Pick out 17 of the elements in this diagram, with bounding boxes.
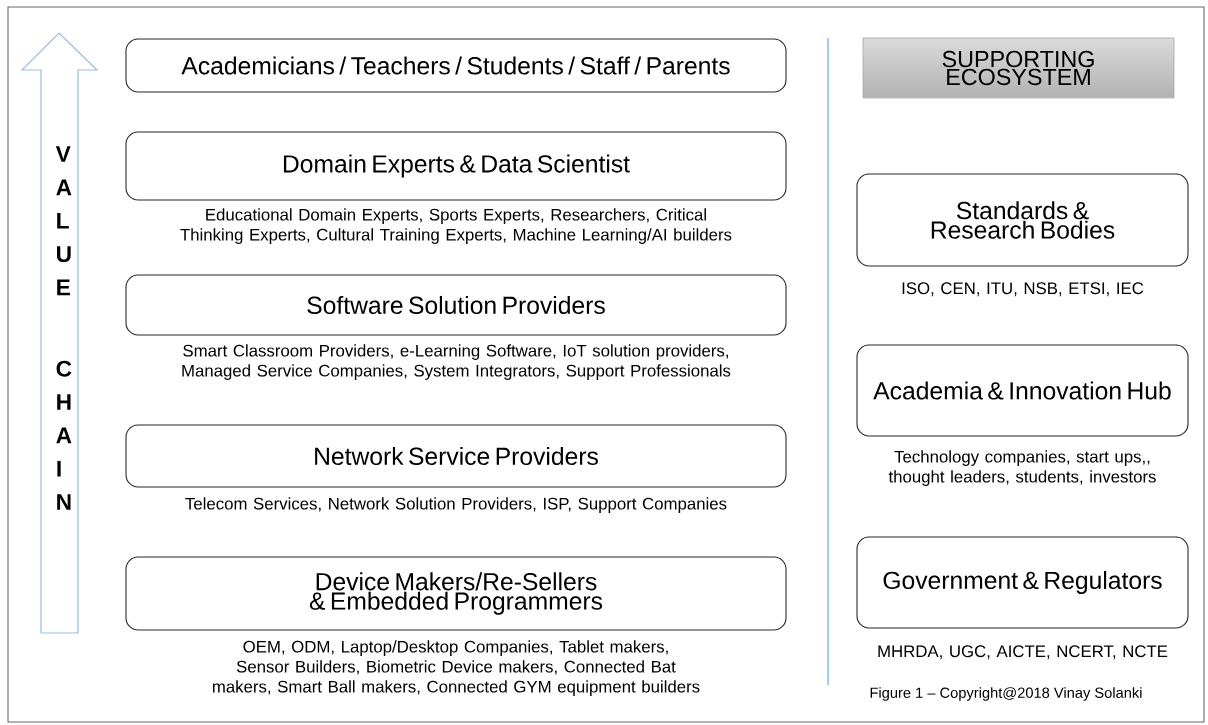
- stakeholder-box: Network Service Providers: [125, 424, 787, 488]
- stakeholder-box: Domain Experts & Data Scientist: [125, 131, 787, 201]
- description-text: OEM, ODM, Laptop/Desktop Companies, Tablet makers, Sensor Builders, Biometric Device makers, Connected Bat makers, Smart Ball makers, Connected GYM equipment builders: [212, 640, 700, 696]
- description-text: Smart Classroom Providers, e-Learning Software, IoT solution providers, Managed Service Companies, System Integrators, Support Professionals: [182, 344, 731, 380]
- description-text: MHRDA, UGC, AICTE, NCERT, NCTE: [878, 645, 1168, 660]
- stakeholder-box: Academicians / Teachers / Students / Staff / Parents: [125, 38, 787, 93]
- stakeholder-box: Government & Regulators: [856, 536, 1189, 629]
- stakeholder-box: Device Makers/Re-Sellers & Embedded Programmers: [125, 556, 787, 631]
- stakeholder-box: Software Solution Providers: [125, 274, 787, 336]
- figure-caption: Figure 1 – Copyright@2018 Vinay Solanki: [870, 687, 1142, 701]
- description-text: Educational Domain Experts, Sports Experts, Researchers, Critical Thinking Experts, Cultural Training Experts, Machine Learning/AI builders: [180, 208, 732, 244]
- description-text: Technology companies, start ups,, thought leaders, students, investors: [888, 450, 1156, 486]
- section-header-box: SUPPORTING ECOSYSTEM: [862, 37, 1175, 99]
- description-text: ISO, CEN, ITU, NSB, ETSI, IEC: [902, 282, 1144, 297]
- stakeholder-box: Standards & Research Bodies: [856, 173, 1189, 267]
- stakeholder-box: Academia & Innovation Hub: [856, 344, 1189, 437]
- description-text: Telecom Services, Network Solution Providers, ISP, Support Companies: [185, 497, 727, 513]
